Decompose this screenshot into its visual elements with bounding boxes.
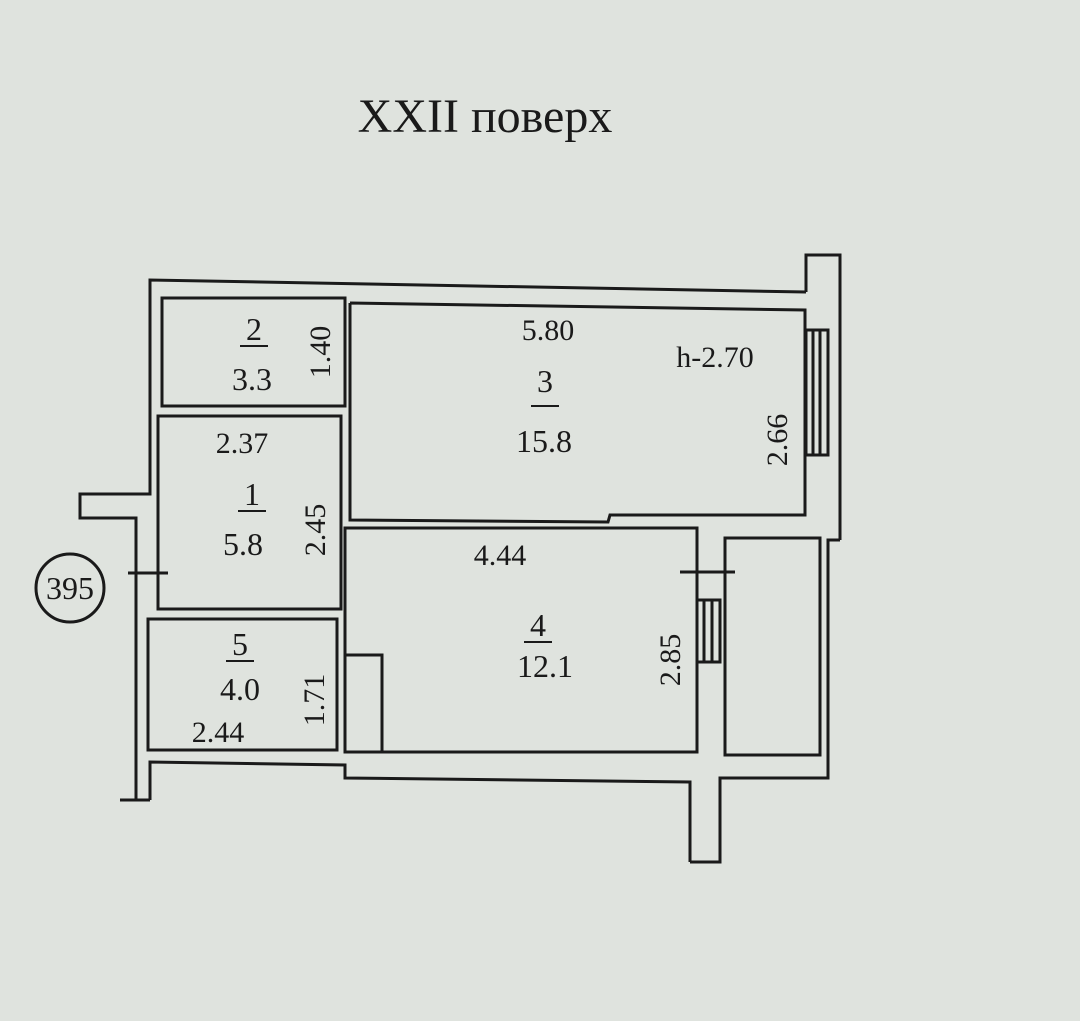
apartment-number: 395 [46,570,94,606]
floor-title: XXII поверх [358,90,613,143]
room-2-area: 3.3 [232,361,272,397]
window-room-4 [695,598,722,664]
room-1-width: 2.37 [216,427,269,460]
room-2-outline [160,296,347,408]
kitchen-niche [343,653,384,754]
room-3-number: 3 [537,363,553,399]
ceiling-height: h-2.70 [676,341,754,374]
room-5-width: 2.44 [192,716,245,749]
room-3-width: 5.80 [522,314,575,347]
room-1-outline [156,414,343,611]
window-room-3 [804,328,830,457]
room-4-area: 12.1 [517,648,573,684]
outer-walls [78,253,842,864]
room-5-area: 4.0 [220,671,260,707]
room-5-outline [146,617,339,752]
room-1-length: 2.45 [299,504,332,557]
room-3-outline [348,301,807,524]
room-4-number: 4 [530,607,546,643]
room-2-length: 1.40 [304,326,337,379]
room-5-length: 1.71 [298,674,331,727]
room-4-length: 2.85 [654,634,687,687]
apartment-number-circle [34,552,106,624]
balcony-outline [723,536,822,757]
room-4-width: 4.44 [474,539,527,572]
room-5-number: 5 [232,626,248,662]
room-3-area: 15.8 [516,423,572,459]
room-3-length: 2.66 [761,414,794,467]
room-1-area: 5.8 [223,526,263,562]
room-1-number: 1 [244,476,260,512]
room-2-number: 2 [246,311,262,347]
